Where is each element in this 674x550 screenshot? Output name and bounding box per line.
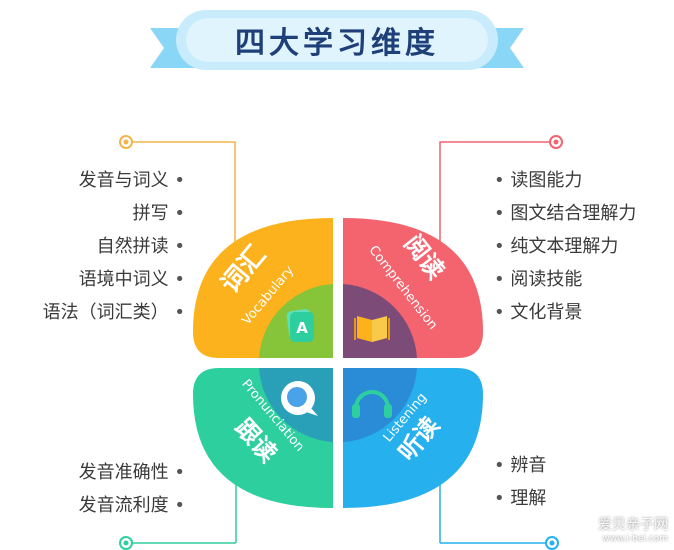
- diagram-title: 四大学习维度: [235, 26, 439, 61]
- comprehension-items-list: 读图能力 图文结合理解力 纯文本理解力 阅读技能 文化背景: [494, 164, 636, 329]
- vocabulary-item: 拼写: [43, 197, 185, 230]
- vocabulary-item: 语境中词义: [43, 263, 185, 296]
- title-ribbon: [150, 10, 524, 70]
- vocabulary-item: 语法（词汇类）: [43, 296, 185, 329]
- vocabulary-item: 发音与词义: [43, 164, 185, 197]
- pronunciation-item: 发音流利度: [79, 489, 185, 522]
- pronunciation-item: 发音准确性: [79, 456, 185, 489]
- site-watermark: 爱贝亲子网 www.i-bei.com: [598, 514, 668, 544]
- comprehension-item: 文化背景: [494, 296, 636, 329]
- headphones-icon: [352, 390, 392, 418]
- open-book-icon: [354, 316, 390, 342]
- speech-bubble-icon: [281, 381, 318, 416]
- listening-items-list: 辨音 理解: [494, 449, 546, 515]
- title-banner-inner: [186, 18, 488, 62]
- letter-a-card-icon: A: [286, 309, 314, 342]
- watermark-text: 爱贝亲子网: [598, 517, 668, 533]
- pronunciation-items-list: 发音准确性 发音流利度: [79, 456, 185, 522]
- letter-a: A: [296, 319, 308, 337]
- comprehension-item: 阅读技能: [494, 263, 636, 296]
- comprehension-item: 纯文本理解力: [494, 230, 636, 263]
- listening-item: 辨音: [494, 449, 546, 482]
- listening-item: 理解: [494, 482, 546, 515]
- vocabulary-connector: [126, 141, 236, 255]
- comprehension-item: 图文结合理解力: [494, 197, 636, 230]
- vocabulary-items-list: 发音与词义 拼写 自然拼读 语境中词义 语法（词汇类）: [43, 164, 185, 329]
- vocabulary-item: 自然拼读: [43, 230, 185, 263]
- watermark-url: www.i-bei.com: [602, 534, 668, 544]
- comprehension-item: 读图能力: [494, 164, 636, 197]
- comprehension-connector: [439, 141, 556, 255]
